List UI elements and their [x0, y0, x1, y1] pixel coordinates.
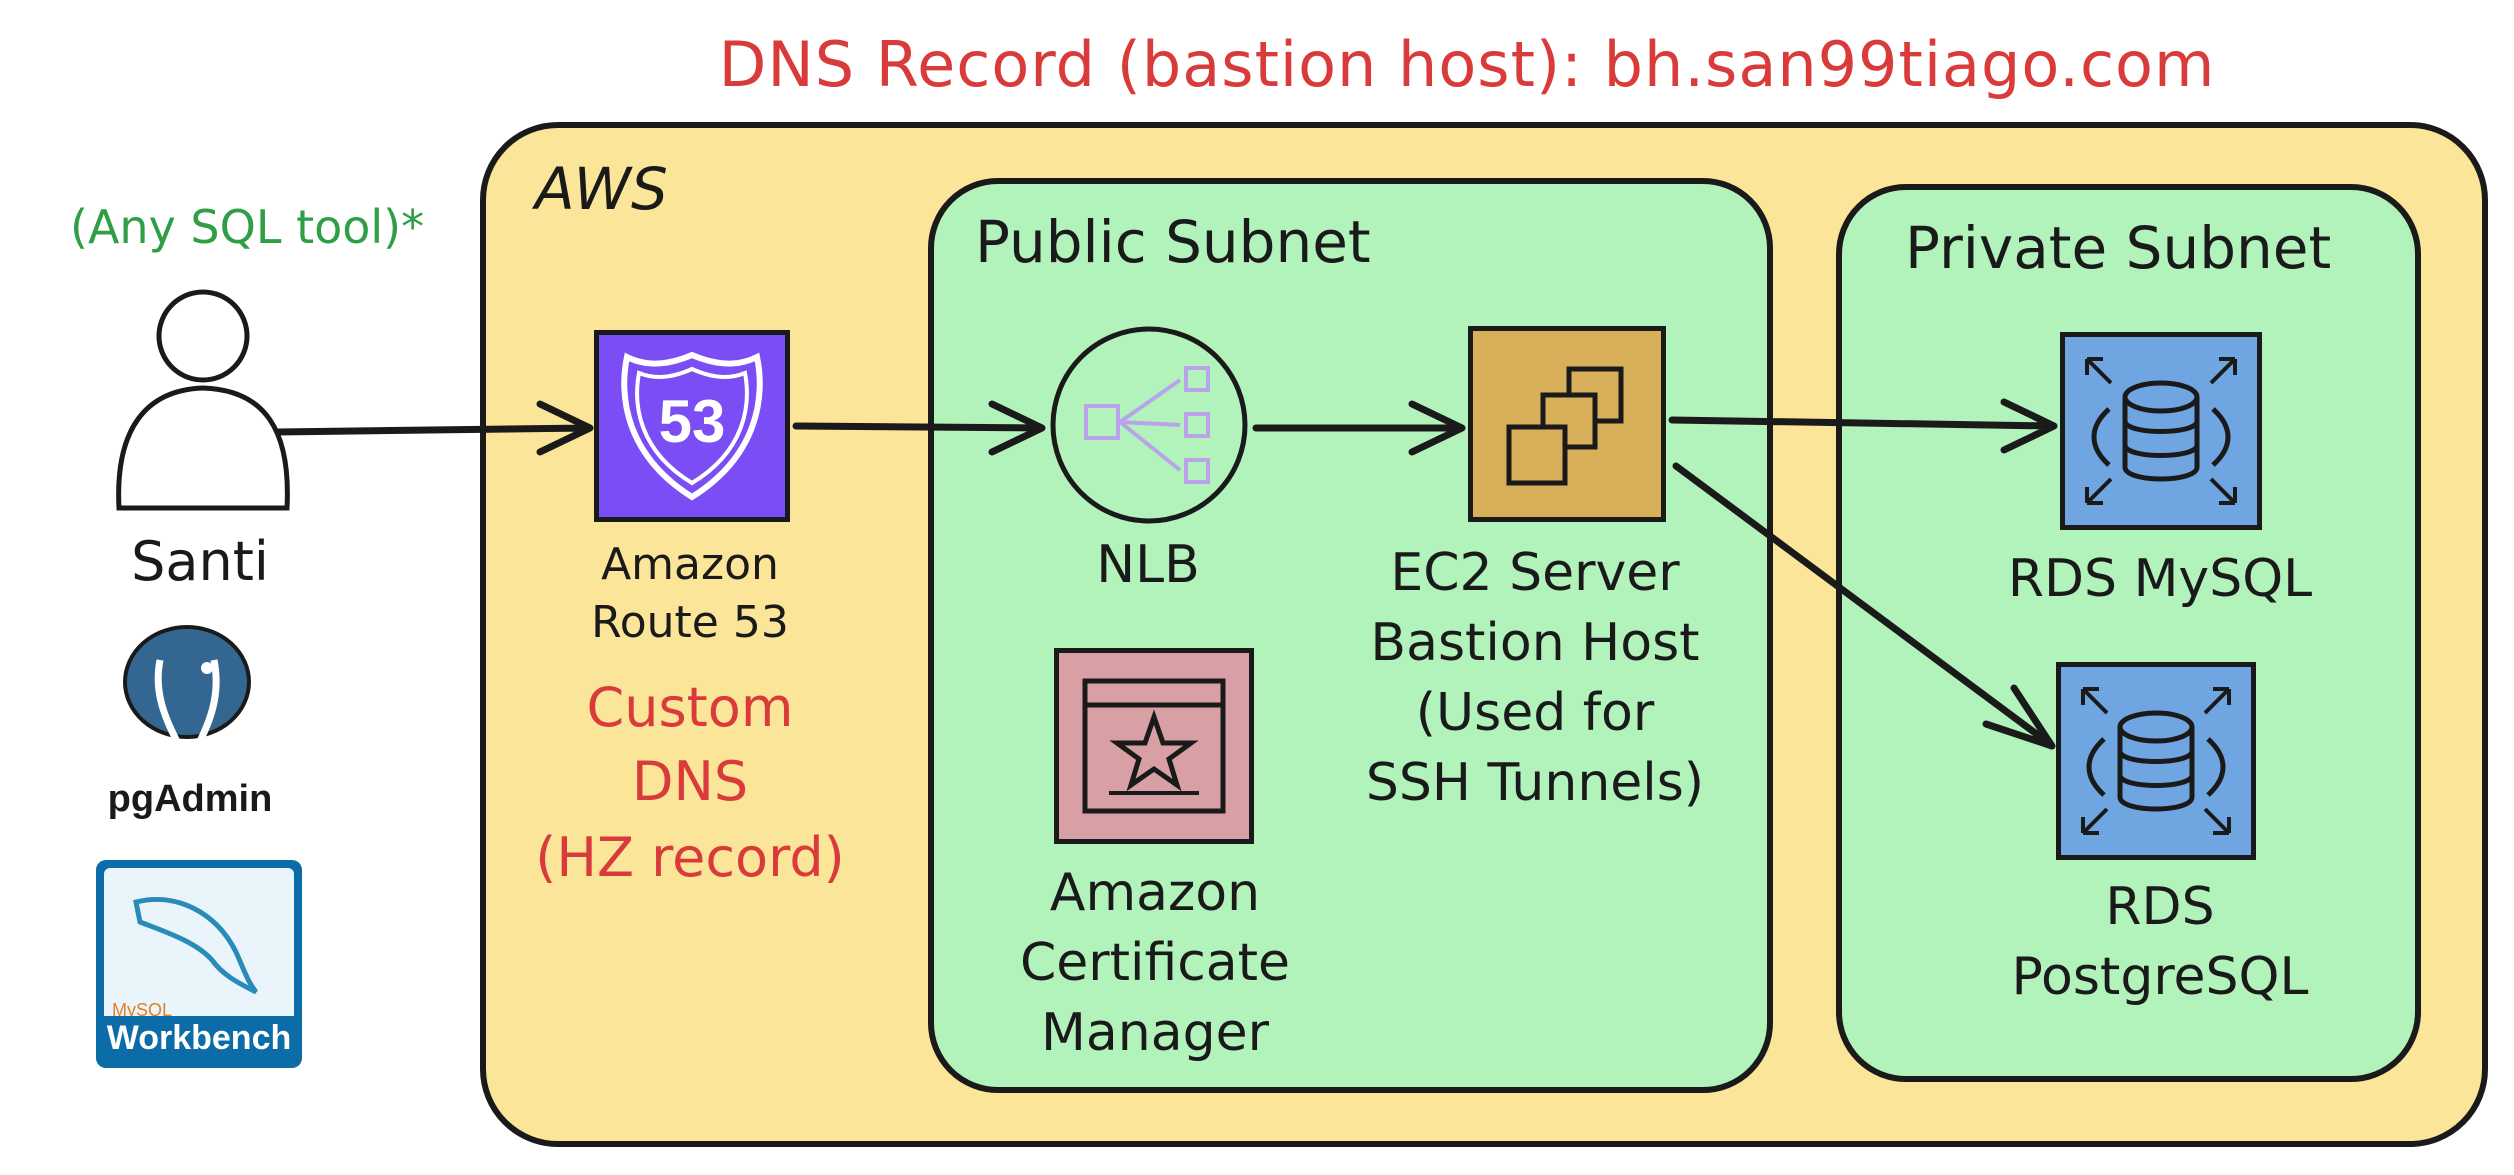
user-name: Santi — [131, 530, 269, 593]
dns-record-title: DNS Record (bastion host): bh.san99tiago… — [718, 28, 2216, 101]
ec2-label-4: SSH Tunnels) — [1365, 753, 1705, 813]
user-icon — [116, 289, 290, 511]
acm-label-1: Amazon — [1049, 863, 1261, 923]
workbench-label: Workbench — [104, 1016, 294, 1060]
route53-tile: 53 — [594, 330, 790, 522]
ec2-instances-icon — [1506, 366, 1624, 486]
pgadmin-label: pgAdmin — [107, 778, 273, 820]
acm-label-3: Manager — [1041, 1003, 1269, 1063]
rds-postgres-label-2: PostgreSQL — [2011, 947, 2309, 1007]
public-subnet-label: Public Subnet — [975, 208, 1371, 276]
ec2-tile — [1468, 326, 1666, 522]
rds-postgres-label-1: RDS — [2105, 877, 2215, 937]
certificate-icon — [1082, 678, 1226, 814]
rds-mysql-tile — [2060, 332, 2262, 530]
arrow-ec2-to-mysql — [1668, 398, 2058, 454]
aws-label: AWS — [535, 155, 668, 223]
custom-dns-line-3: (HZ record) — [535, 826, 845, 889]
rds-postgres-tile — [2056, 662, 2256, 860]
rds-mysql-database-icon — [2085, 357, 2237, 505]
arrow-ec2-to-postgres — [1672, 462, 2056, 750]
rds-mysql-label: RDS MySQL — [2007, 549, 2313, 609]
ec2-label-1: EC2 Server — [1390, 543, 1680, 603]
rds-postgres-database-icon — [2081, 687, 2231, 835]
custom-dns-line-2: DNS — [631, 750, 749, 813]
acm-label-2: Certificate — [1019, 933, 1291, 993]
private-subnet-label: Private Subnet — [1905, 214, 2332, 282]
acm-tile — [1054, 648, 1254, 844]
route53-label-1: Amazon — [601, 539, 779, 590]
route53-shield-icon — [621, 351, 763, 501]
arrow-nlb-to-ec2 — [1252, 400, 1466, 456]
pgadmin-elephant-icon — [123, 625, 251, 758]
route53-badge: 53 — [658, 388, 726, 455]
arrow-route53-to-nlb — [792, 400, 1046, 456]
ec2-label-2: Bastion Host — [1370, 613, 1700, 673]
mysql-workbench-dolphin-icon — [133, 896, 258, 995]
sql-tool-note: (Any SQL tool)* — [70, 200, 425, 254]
mysql-brand-text: MySQL — [112, 1000, 173, 1020]
route53-label-2: Route 53 — [591, 597, 789, 648]
nlb-icon — [1050, 326, 1248, 524]
arrow-user-to-route53 — [274, 400, 594, 456]
mysql-workbench-icon: MySQL Workbench — [96, 860, 302, 1068]
nlb-label: NLB — [1096, 535, 1200, 595]
ec2-label-3: (Used for — [1415, 683, 1655, 743]
custom-dns-line-1: Custom — [586, 676, 794, 739]
